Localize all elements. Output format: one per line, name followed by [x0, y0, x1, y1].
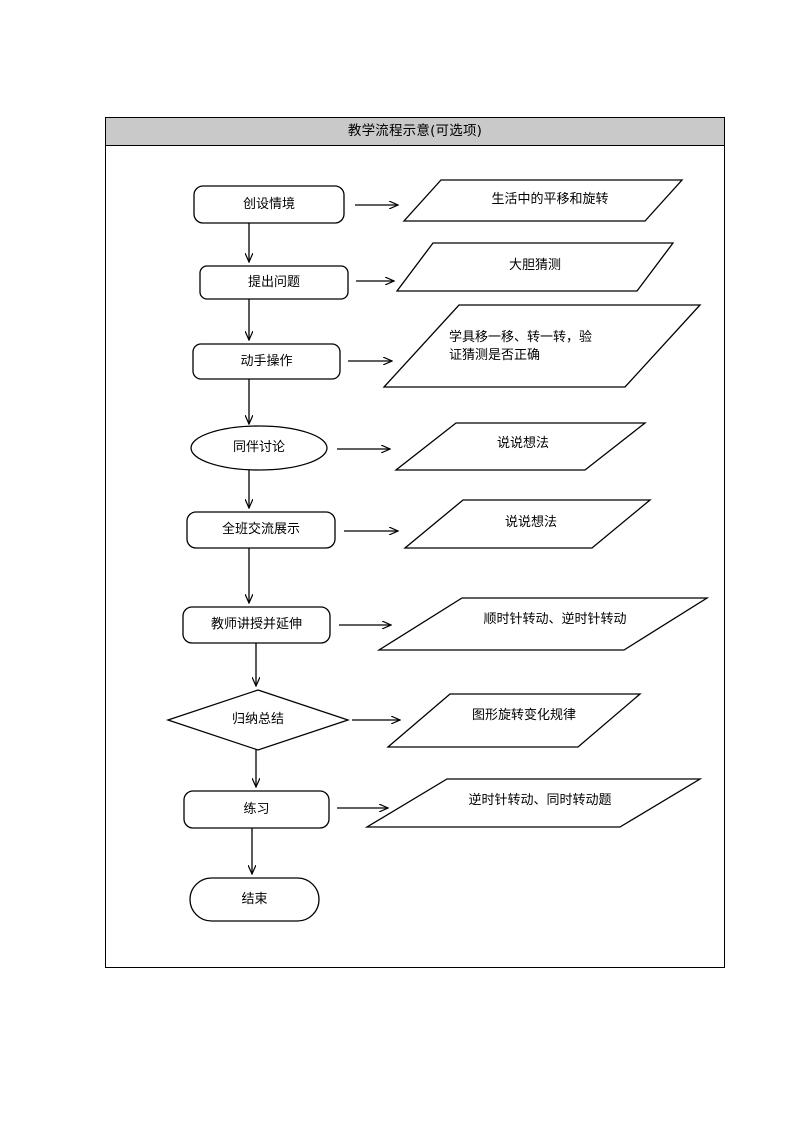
diagram-title: 教学流程示意(可选项): [347, 122, 483, 139]
diagram-title-bar: 教学流程示意(可选项): [106, 118, 724, 146]
diagram-frame: 教学流程示意(可选项): [105, 117, 725, 968]
